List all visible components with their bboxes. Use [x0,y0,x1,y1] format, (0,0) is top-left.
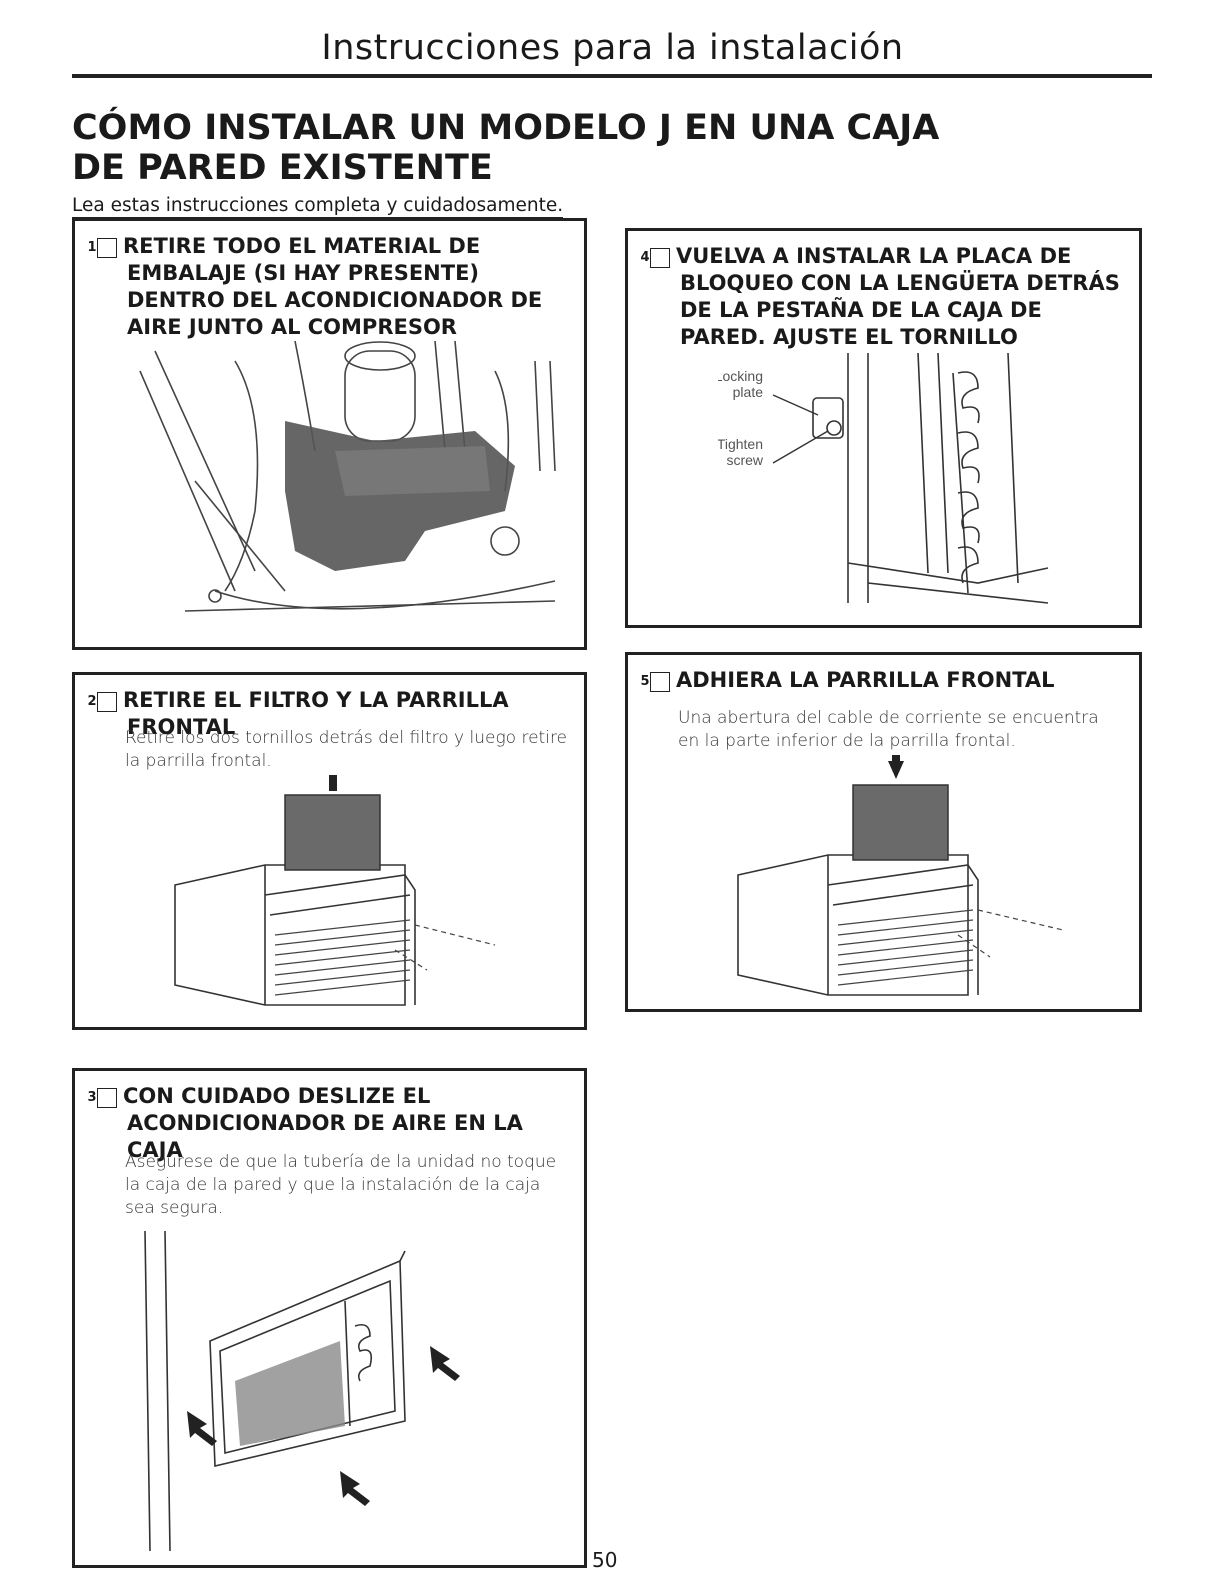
step-2-body: Retire los dos tornillos detrás del filt… [125,728,568,771]
locking-plate-label-line-2: plate [733,384,764,400]
step-3-number: 3 [87,1088,117,1108]
page-title: CÓMO INSTALAR UN MODELO J EN UNA CAJA DE… [72,108,972,188]
tighten-screw-label-line-2: screw [726,452,763,468]
step-4-number: 4 [640,248,670,268]
header-rule [72,74,1152,78]
header-title: Instrucciones para la instalación [321,28,904,68]
attach-grille-illustration [737,755,1064,996]
step-2-number: 2 [87,692,117,712]
step-5-number: 5 [640,672,670,692]
compressor-illustration [139,340,556,612]
tighten-screw-label-line-1: Tighten [718,436,763,452]
locking-plate-label-line-1: Locking [718,368,763,384]
locking-plate-illustration: Locking plate Tighten screw [718,353,1049,604]
step-5-body: Una abertura del cable de corriente se e… [678,708,1099,751]
step-1-number: 1 [87,238,117,258]
page-title-line-1: CÓMO INSTALAR UN MODELO J EN UNA CAJA [72,108,940,148]
page-subtitle: Lea estas instrucciones completa y cuida… [72,195,564,219]
page-title-line-2: DE PARED EXISTENTE [72,148,493,188]
step-3-body: Asegúrese de que la tubería de la unidad… [125,1152,557,1218]
remove-grille-illustration [174,775,496,1006]
page-number: 50 [592,1548,618,1572]
slide-unit-illustration [144,1231,460,1551]
